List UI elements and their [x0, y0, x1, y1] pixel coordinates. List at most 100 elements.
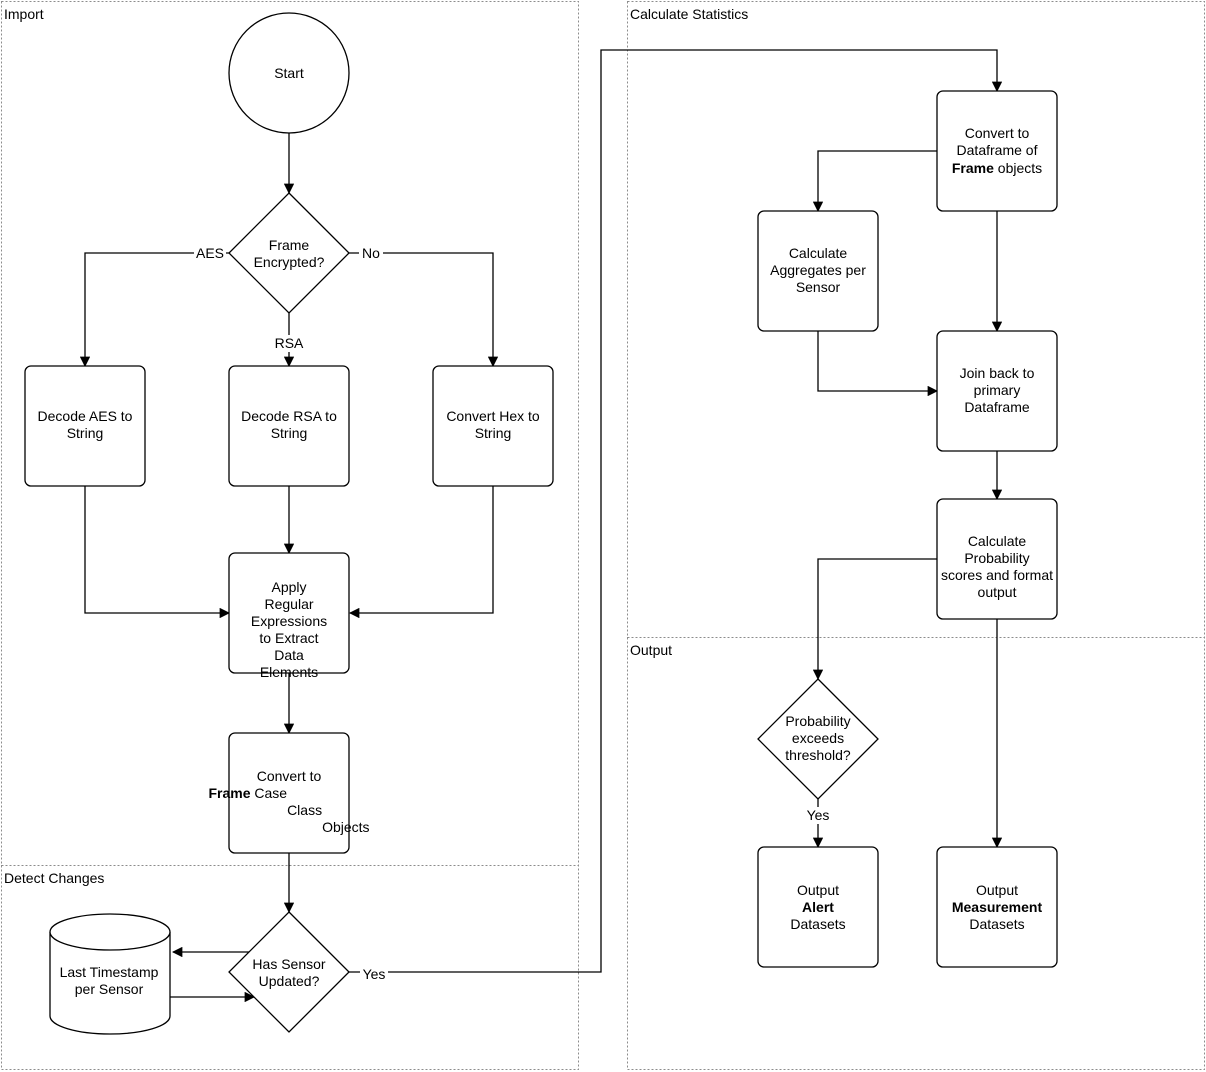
- calc-probability-label-text-line: scores and format: [941, 567, 1053, 583]
- last-timestamp-label-text-line: per Sensor: [75, 981, 144, 997]
- decode-rsa-label-text: Decode RSA to: [241, 408, 337, 424]
- edge-dataframe-to-aggregates: [812, 150, 937, 213]
- edge-label-yes-sensor: Yes: [363, 966, 386, 982]
- convert-frame-line2: Frame CaseClassObjects: [208, 785, 369, 835]
- edges: [79, 49, 1003, 1003]
- edge-label-no: No: [362, 245, 380, 261]
- convert-frame-case-class-node: Convert to Frame CaseClassObjects: [208, 732, 370, 854]
- output-measurement-node: Output Measurement Datasets: [936, 846, 1058, 968]
- edge-probability-to-threshold: [812, 558, 937, 681]
- calc-probability-label-text-line: output: [978, 584, 1017, 600]
- convert-dataframe-pre-text-line: Dataframe of: [957, 142, 1038, 158]
- lane-title-calculate-statistics: Calculate Statistics: [630, 6, 748, 22]
- frame-encrypted-label-text-line: Encrypted?: [254, 254, 325, 270]
- join-back-label-text: Join back to: [960, 365, 1035, 381]
- calc-aggregates-label-text-line: Aggregates per: [770, 262, 866, 278]
- join-back-label-text-line: Dataframe: [964, 399, 1030, 415]
- last-timestamp-label-text: Last Timestamp: [60, 964, 159, 980]
- decode-aes-label-text: Decode AES to: [38, 408, 133, 424]
- edge-aggregates-to-join: [817, 331, 939, 397]
- apply-regex-label-text-line: Data: [274, 647, 304, 663]
- apply-regex-label-text-line: Elements: [260, 664, 318, 680]
- edge-sensor-yes-to-dataframe: [349, 49, 1003, 973]
- convert-frame-bold: Frame: [208, 785, 250, 801]
- edge-encrypted-to-hex: [349, 252, 499, 368]
- edge-label-aes: AES: [196, 245, 224, 261]
- convert-hex-label-text: Convert Hex to: [446, 408, 540, 424]
- output-alert-line3: Datasets: [790, 916, 845, 932]
- probability-threshold-label-text-line: threshold?: [785, 747, 851, 763]
- edge-label-yes-threshold: Yes: [807, 807, 830, 823]
- apply-regex-label-text: Apply: [271, 579, 306, 595]
- calc-aggregates-label-text-line: Sensor: [796, 279, 841, 295]
- frame-encrypted-label-text: Frame: [269, 237, 310, 253]
- output-alert-node: Output Alert Datasets: [757, 846, 879, 968]
- probability-threshold-label-text: Probability: [785, 713, 850, 729]
- start-label: Start: [274, 65, 304, 81]
- calc-probability-label-text: Calculate: [968, 533, 1027, 549]
- edge-hex-to-regex: [348, 486, 494, 619]
- convert-dataframe-post: objects: [998, 160, 1042, 176]
- convert-hex-label-text-line: String: [475, 425, 512, 441]
- output-measurement-line3: Datasets: [969, 916, 1024, 932]
- output-measurement-line2: Measurement: [952, 899, 1043, 915]
- convert-frame-post-line: Class: [287, 802, 322, 818]
- output-alert-line2: Alert: [802, 899, 834, 915]
- output-measurement-line1: Output: [976, 882, 1018, 898]
- convert-frame-post: Case: [254, 785, 287, 801]
- lane-calculate-statistics: Calculate Statistics: [627, 1, 1205, 638]
- lane-detect-changes: Detect Changes: [1, 865, 579, 1070]
- convert-dataframe-pre-text: Convert to: [965, 125, 1030, 141]
- edge-labels: AES No RSA Yes Yes: [194, 245, 834, 982]
- decode-aes-label-text-line: String: [67, 425, 104, 441]
- apply-regex-label-text-line: Regular: [264, 596, 313, 612]
- probability-threshold-label-text-line: exceeds: [792, 730, 844, 746]
- start-node: Start: [228, 12, 350, 134]
- calc-probability-label-text-line: Probability: [964, 550, 1029, 566]
- calc-aggregates-label-text: Calculate: [789, 245, 848, 261]
- decode-rsa-label-text-line: String: [271, 425, 308, 441]
- join-back-label-text-line: primary: [974, 382, 1021, 398]
- lane-title-import: Import: [4, 6, 44, 22]
- output-alert-line1: Output: [797, 882, 839, 898]
- convert-frame-post-line: Objects: [322, 819, 369, 835]
- lane-title-detect-changes: Detect Changes: [4, 870, 104, 886]
- edge-label-rsa: RSA: [275, 335, 304, 351]
- has-sensor-updated-label-text: Has Sensor: [252, 956, 325, 972]
- edge-aes-to-regex: [84, 486, 231, 619]
- apply-regex-label-text-line: to Extract: [259, 630, 318, 646]
- edge-encrypted-to-aes: [79, 252, 230, 368]
- convert-dataframe-line3: Frame objects: [952, 160, 1042, 176]
- has-sensor-updated-label-text-line: Updated?: [259, 973, 320, 989]
- convert-frame-line1: Convert to: [257, 768, 322, 784]
- lane-output: Output: [627, 637, 1205, 1070]
- apply-regex-label-text-line: Expressions: [251, 613, 327, 629]
- convert-dataframe-bold: Frame: [952, 160, 994, 176]
- lane-title-output: Output: [630, 642, 672, 658]
